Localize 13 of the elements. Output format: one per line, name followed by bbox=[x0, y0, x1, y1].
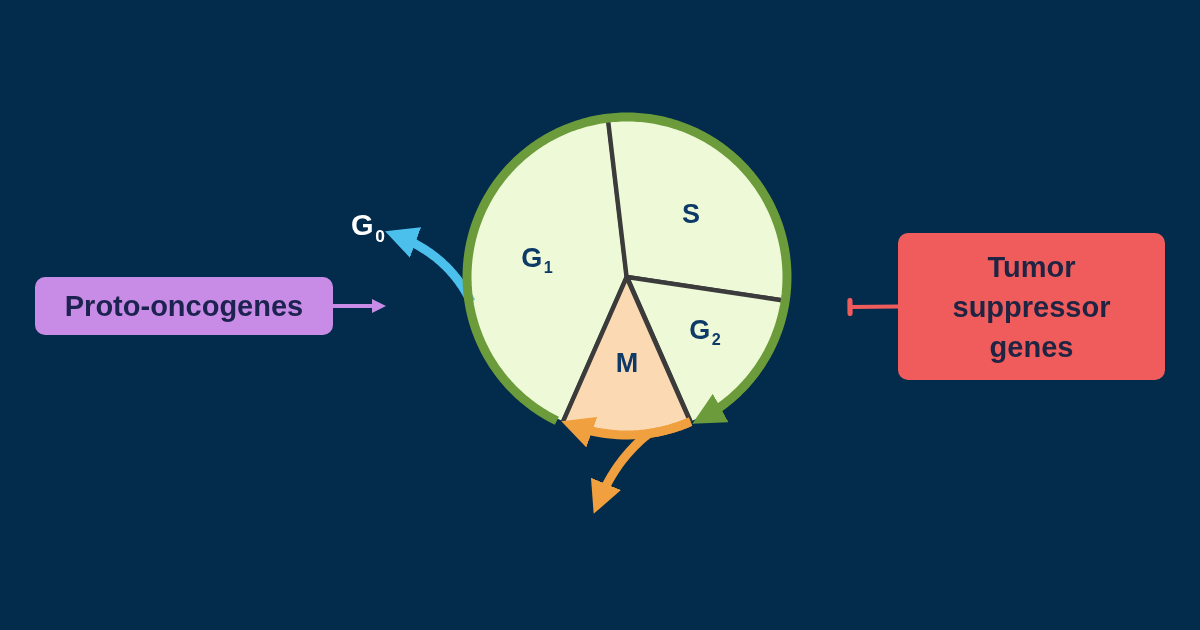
phase-label: G$_{0}$ bbox=[351, 211, 385, 246]
category-box bbox=[898, 233, 1165, 380]
curved-arrow bbox=[590, 417, 693, 514]
phase-label: S bbox=[682, 200, 700, 228]
category-box bbox=[35, 277, 333, 335]
circular-arrow bbox=[462, 112, 792, 425]
category-label: Tumor suppressor genes bbox=[951, 249, 1112, 365]
phase-label: G$_{1}$ bbox=[521, 244, 553, 276]
arrow bbox=[333, 298, 386, 314]
phase-label: G$_{2}$ bbox=[689, 316, 721, 348]
phase-label: M bbox=[615, 349, 639, 377]
inhibition-line bbox=[847, 300, 899, 314]
category-label: Proto-oncogenes bbox=[64, 289, 304, 324]
